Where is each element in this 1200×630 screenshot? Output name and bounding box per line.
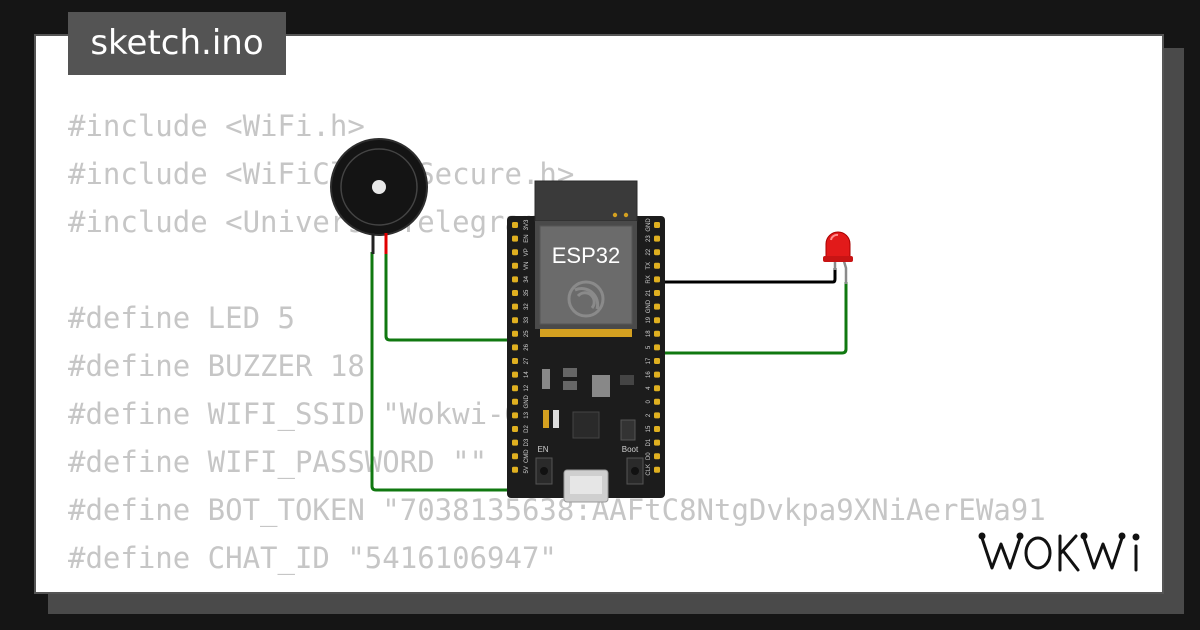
pin-tx[interactable]	[654, 262, 660, 269]
pin-label: 0	[646, 399, 652, 403]
wokwi-logo	[978, 532, 1140, 572]
pin-label: 18	[646, 330, 652, 337]
pin-15[interactable]	[654, 426, 660, 432]
pin-label: VN	[524, 262, 530, 270]
pin-en[interactable]	[512, 235, 518, 242]
pin-d1[interactable]	[654, 439, 660, 446]
pin-label: D0	[646, 452, 652, 460]
pin-gnd[interactable]	[512, 398, 518, 405]
pin-19[interactable]	[654, 317, 660, 324]
pin-d0[interactable]	[654, 453, 660, 460]
pin-33[interactable]	[512, 317, 518, 324]
pin-12[interactable]	[512, 385, 518, 392]
file-tab[interactable]: sketch.ino	[68, 12, 286, 75]
pin-4[interactable]	[654, 385, 660, 392]
code-line: #include <WiFi.h>	[68, 109, 365, 143]
pin-cmd[interactable]	[512, 453, 518, 460]
wires	[370, 252, 848, 492]
pin-rx[interactable]	[654, 276, 660, 283]
code-line: #define WIFI_PASSWORD ""	[68, 445, 488, 479]
pin-label: 14	[524, 371, 530, 378]
pin-16[interactable]	[654, 371, 660, 378]
pin-label: 25	[524, 330, 530, 337]
pin-label: 16	[646, 371, 652, 378]
pin-label: RX	[646, 275, 652, 283]
esp32-label: ESP32	[552, 243, 621, 268]
pin-label: D3	[524, 438, 530, 446]
pin-label: GND	[524, 394, 530, 408]
buzzer[interactable]	[330, 138, 428, 254]
pin-21[interactable]	[654, 290, 660, 296]
pin-label: GND	[646, 299, 652, 313]
pin-35[interactable]	[512, 290, 518, 296]
pin-25[interactable]	[512, 330, 518, 337]
pin-17[interactable]	[654, 358, 660, 364]
pin-label: GND	[646, 218, 652, 232]
pin-gnd[interactable]	[654, 222, 660, 228]
pin-d2[interactable]	[512, 426, 518, 432]
pin-label: 3V3	[524, 219, 530, 230]
pin-label: 35	[524, 289, 530, 296]
code-line: #define BOT_TOKEN "7038135638:AAFtC8NtgD…	[68, 493, 1046, 527]
pin-gnd[interactable]	[654, 303, 660, 310]
code-line: #define BUZZER 18	[68, 349, 365, 383]
pin-2[interactable]	[654, 412, 660, 419]
pin-label: 21	[646, 289, 652, 296]
pin-label: 32	[524, 303, 530, 310]
pin-14[interactable]	[512, 371, 518, 378]
wire-buzzer-gnd[interactable]	[370, 252, 514, 492]
pin-label: 27	[524, 357, 530, 364]
pin-22[interactable]	[654, 249, 660, 256]
espressif-logo-icon	[567, 280, 605, 318]
pin-label: 13	[524, 411, 530, 418]
pin-0[interactable]	[654, 398, 660, 405]
pin-5v[interactable]	[512, 466, 518, 473]
pin-34[interactable]	[512, 276, 518, 283]
pin-clk[interactable]	[654, 466, 660, 473]
code-line: #define CHAT_ID "5416106947"	[68, 541, 557, 575]
pin-label: 33	[524, 316, 530, 323]
en-button-label: EN	[537, 445, 548, 454]
pin-label: 4	[646, 386, 652, 390]
pin-label: 5	[646, 345, 652, 349]
pin-label: 34	[524, 275, 530, 282]
pin-label: 26	[524, 343, 530, 350]
wire-led-gnd[interactable]	[663, 268, 837, 284]
pin-label: 12	[524, 384, 530, 391]
boot-button-label: Boot	[622, 445, 639, 454]
pin-label: EN	[524, 234, 530, 242]
pin-5[interactable]	[654, 344, 660, 351]
pin-label: 19	[646, 316, 652, 323]
pin-label: 17	[646, 357, 652, 364]
pin-label: 5V	[524, 466, 530, 473]
pin-3v3[interactable]	[512, 222, 518, 228]
pin-d3[interactable]	[512, 439, 518, 446]
pin-label: 15	[646, 425, 652, 432]
pin-label: D1	[646, 438, 652, 446]
pin-label: 22	[646, 248, 652, 255]
pin-23[interactable]	[654, 235, 660, 242]
pin-vn[interactable]	[512, 262, 518, 269]
pin-label: D2	[524, 425, 530, 433]
pin-vp[interactable]	[512, 249, 518, 256]
pin-32[interactable]	[512, 303, 518, 310]
pin-label: 2	[646, 413, 652, 417]
pin-label: TX	[646, 262, 652, 270]
pin-label: CLK	[646, 464, 652, 476]
led[interactable]	[823, 231, 853, 284]
wire-led-signal[interactable]	[663, 282, 848, 355]
pin-27[interactable]	[512, 358, 518, 364]
pin-label: CMD	[524, 449, 530, 463]
code-line: #define LED 5	[68, 301, 295, 335]
pin-18[interactable]	[654, 330, 660, 337]
pin-13[interactable]	[512, 412, 518, 419]
wire-buzzer-signal[interactable]	[384, 252, 663, 342]
pin-26[interactable]	[512, 344, 518, 351]
pin-label: VP	[524, 248, 530, 256]
pin-label: 23	[646, 235, 652, 242]
